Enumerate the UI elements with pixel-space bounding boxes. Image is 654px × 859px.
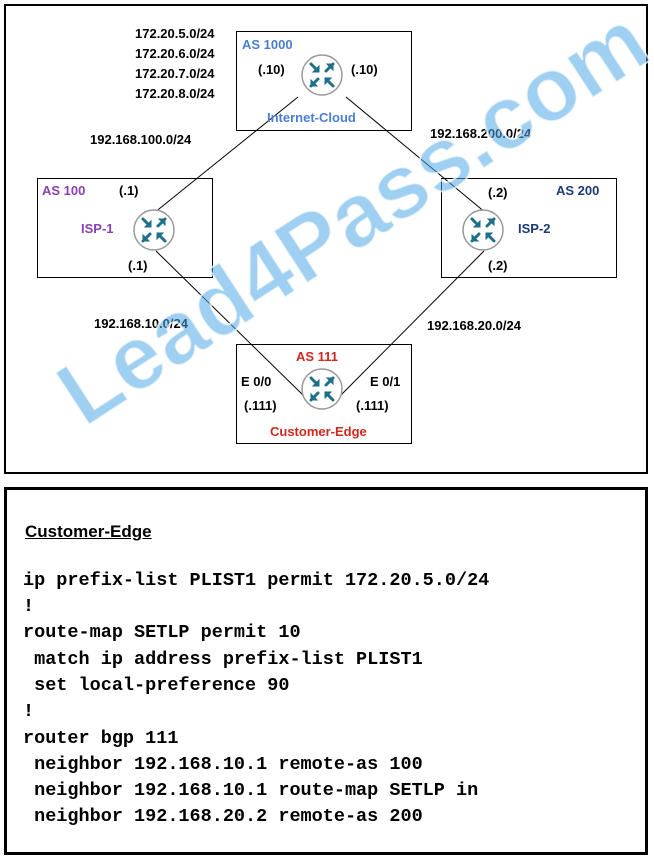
ce-left-ip: (.111) <box>244 398 277 413</box>
subnet-isp1-ce: 192.168.10.0/24 <box>94 316 188 331</box>
subnet-cloud-isp1: 192.168.100.0/24 <box>90 132 192 147</box>
as100-box <box>37 178 213 278</box>
config-line: set local-preference 90 <box>23 675 290 696</box>
topology-diagram: AS 1000 AS 100 AS 200 AS 111 <box>4 4 648 474</box>
cloud-right-ip: (.10) <box>351 62 378 77</box>
prefix-1: 172.20.5.0/24 <box>135 26 215 41</box>
router-icon <box>462 209 504 251</box>
link-isp2-ce <box>337 250 485 399</box>
subnet-cloud-isp2: 192.168.200.0/24 <box>430 126 532 141</box>
link-cloud-isp1 <box>153 96 299 214</box>
isp1-top-ip: (.1) <box>119 183 139 198</box>
ce-right-interface: E 0/1 <box>370 374 401 389</box>
as1000-label: AS 1000 <box>242 37 293 52</box>
config-line: ! <box>23 596 35 617</box>
config-title: Customer-Edge <box>25 522 152 541</box>
config-panel: Customer-Edge ip prefix-list PLIST1 perm… <box>4 487 648 855</box>
isp1-name: ISP-1 <box>81 221 114 236</box>
ce-right-ip: (.111) <box>356 398 389 413</box>
router-icon <box>301 368 343 410</box>
config-line: ! <box>23 701 35 722</box>
as1000-box <box>236 31 412 131</box>
as200-box <box>441 178 617 278</box>
config-line: neighbor 192.168.10.1 remote-as 100 <box>23 754 423 775</box>
router-isp2 <box>461 208 505 252</box>
config-line: ip prefix-list PLIST1 permit 172.20.5.0/… <box>23 570 490 591</box>
as100-label: AS 100 <box>42 183 86 198</box>
as111-label: AS 111 <box>296 349 338 364</box>
prefix-4: 172.20.8.0/24 <box>135 86 215 101</box>
prefix-3: 172.20.7.0/24 <box>135 66 215 81</box>
as200-label: AS 200 <box>556 183 600 198</box>
isp2-name: ISP-2 <box>518 221 551 236</box>
router-customer-edge <box>300 367 344 411</box>
link-lines <box>153 96 487 399</box>
link-isp1-ce <box>155 250 307 399</box>
config-line: route-map SETLP permit 10 <box>23 622 301 643</box>
config-line: neighbor 192.168.20.2 remote-as 200 <box>23 806 423 827</box>
config-line: router bgp 111 <box>23 728 179 749</box>
router-icon <box>133 209 175 251</box>
subnet-isp2-ce: 192.168.20.0/24 <box>427 318 521 333</box>
isp2-bottom-ip: (.2) <box>488 258 508 273</box>
config-line: neighbor 192.168.10.1 route-map SETLP in <box>23 780 479 801</box>
as111-box <box>236 344 412 444</box>
isp2-top-ip: (.2) <box>488 185 508 200</box>
router-internet-cloud <box>300 53 344 97</box>
ce-left-interface: E 0/0 <box>241 374 272 389</box>
cloud-left-ip: (.10) <box>258 62 285 77</box>
config-line: match ip address prefix-list PLIST1 <box>23 649 423 670</box>
router-isp1 <box>132 208 176 252</box>
router-icon <box>301 54 343 96</box>
customer-edge-name: Customer-Edge <box>270 424 367 439</box>
prefix-2: 172.20.6.0/24 <box>135 46 215 61</box>
link-cloud-isp2 <box>345 96 487 214</box>
isp1-bottom-ip: (.1) <box>128 258 148 273</box>
internet-cloud-name: Internet-Cloud <box>267 110 356 125</box>
